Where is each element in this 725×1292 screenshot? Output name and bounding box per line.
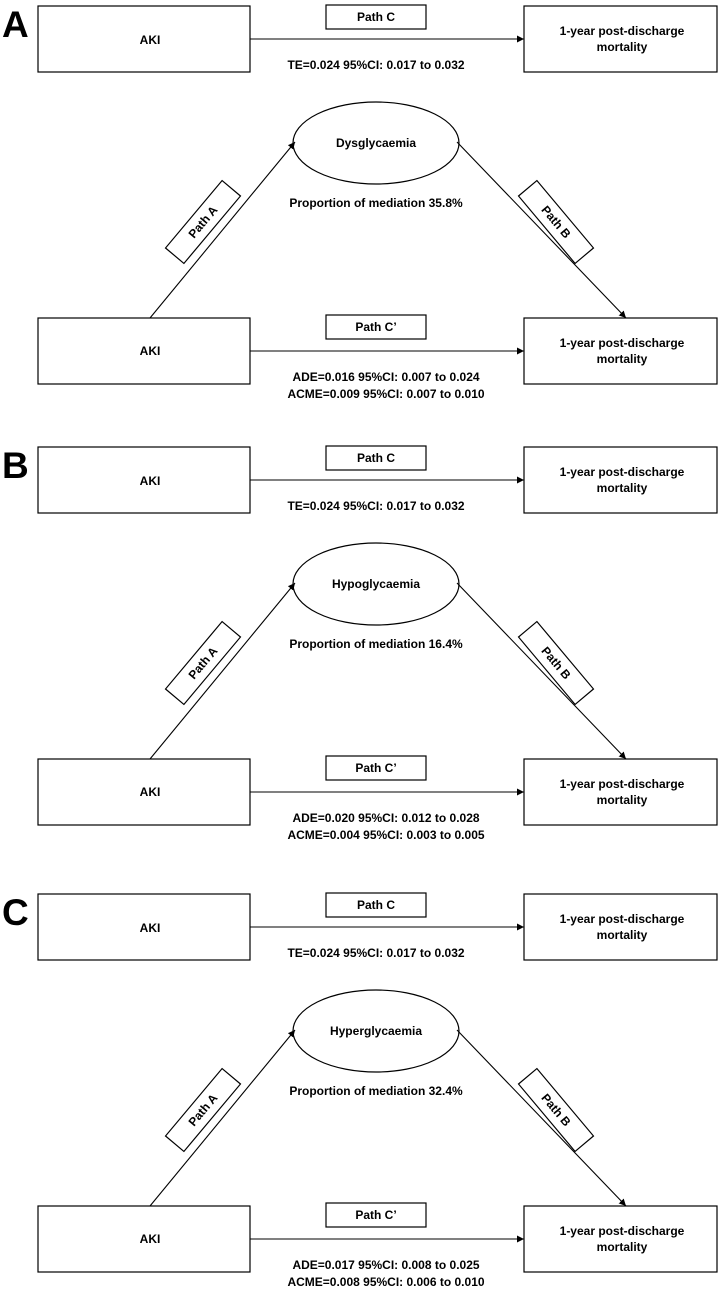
outcome-label-line1-total: 1-year post-discharge <box>560 912 685 926</box>
total-effect-text: TE=0.024 95%CI: 0.017 to 0.032 <box>287 499 464 513</box>
panel-c: C AKI 1-year post-discharge mortality Pa… <box>2 892 718 1289</box>
outcome-box-direct <box>523 317 718 385</box>
panel-letter: A <box>2 4 29 45</box>
path-a-label-box <box>164 620 242 706</box>
path-a-label-box <box>164 179 242 265</box>
path-a-arrow <box>149 582 296 760</box>
path-c-label-box <box>325 4 427 30</box>
panel-letter: C <box>2 892 29 933</box>
exposure-label-direct: AKI <box>140 785 161 799</box>
outcome-label-line2-direct: mortality <box>597 793 648 807</box>
panel-b: B AKI 1-year post-discharge mortality Pa… <box>2 445 718 842</box>
exposure-box-total <box>37 5 251 73</box>
path-b-label-group: Path B <box>517 1067 595 1153</box>
total-effect-text: TE=0.024 95%CI: 0.017 to 0.032 <box>287 946 464 960</box>
path-a-label-group: Path A <box>164 179 242 265</box>
direct-effect-text: ADE=0.017 95%CI: 0.008 to 0.025 <box>292 1258 479 1272</box>
direct-effect-text: ADE=0.016 95%CI: 0.007 to 0.024 <box>292 370 479 384</box>
outcome-box-direct <box>523 1205 718 1273</box>
mediation-effect-text: ACME=0.004 95%CI: 0.003 to 0.005 <box>287 828 484 842</box>
path-a-label-box <box>164 1067 242 1153</box>
exposure-box-direct <box>37 758 251 826</box>
mediator-label: Hyperglycaemia <box>330 1024 422 1038</box>
path-c-label: Path C <box>357 451 395 465</box>
outcome-label-line2-direct: mortality <box>597 1240 648 1254</box>
direct-effect-text: ADE=0.020 95%CI: 0.012 to 0.028 <box>292 811 479 825</box>
exposure-label-total: AKI <box>140 474 161 488</box>
path-c-label: Path C <box>357 898 395 912</box>
outcome-label-line2-direct: mortality <box>597 352 648 366</box>
exposure-label-total: AKI <box>140 921 161 935</box>
proportion-mediation-text: Proportion of mediation 16.4% <box>289 637 463 651</box>
path-c-prime-label-box <box>325 1202 427 1228</box>
path-c-prime-label: Path C’ <box>355 761 396 775</box>
outcome-box-total <box>523 5 718 73</box>
path-b-arrow <box>456 582 627 760</box>
path-c-prime-label-box <box>325 314 427 340</box>
path-c-prime-label: Path C’ <box>355 320 396 334</box>
path-a-arrow <box>149 1029 296 1207</box>
path-a-arrow <box>149 141 296 319</box>
path-b-label-box <box>517 179 595 265</box>
outcome-label-line2-total: mortality <box>597 481 648 495</box>
outcome-label-line1-direct: 1-year post-discharge <box>560 336 685 350</box>
path-b-arrow <box>456 1029 627 1207</box>
proportion-mediation-text: Proportion of mediation 35.8% <box>289 196 463 210</box>
exposure-box-direct <box>37 1205 251 1273</box>
mediator-label: Hypoglycaemia <box>332 577 420 591</box>
panel-letter: B <box>2 445 29 486</box>
path-b-label-box <box>517 620 595 706</box>
exposure-box-direct <box>37 317 251 385</box>
mediation-effect-text: ACME=0.008 95%CI: 0.006 to 0.010 <box>287 1275 484 1289</box>
outcome-label-line2-total: mortality <box>597 928 648 942</box>
outcome-box-total <box>523 893 718 961</box>
exposure-box-total <box>37 893 251 961</box>
outcome-box-direct <box>523 758 718 826</box>
mediator-label: Dysglycaemia <box>336 136 416 150</box>
exposure-label-total: AKI <box>140 33 161 47</box>
outcome-label-line1-total: 1-year post-discharge <box>560 465 685 479</box>
path-b-arrow <box>456 141 627 319</box>
proportion-mediation-text: Proportion of mediation 32.4% <box>289 1084 463 1098</box>
path-c-prime-label-box <box>325 755 427 781</box>
path-b-label-group: Path B <box>517 620 595 706</box>
path-b-label-box <box>517 1067 595 1153</box>
exposure-label-direct: AKI <box>140 1232 161 1246</box>
path-c-prime-label: Path C’ <box>355 1208 396 1222</box>
exposure-label-direct: AKI <box>140 344 161 358</box>
path-c-label: Path C <box>357 10 395 24</box>
outcome-label-line2-total: mortality <box>597 40 648 54</box>
mediation-effect-text: ACME=0.009 95%CI: 0.007 to 0.010 <box>287 387 484 401</box>
total-effect-text: TE=0.024 95%CI: 0.017 to 0.032 <box>287 58 464 72</box>
path-b-label-group: Path B <box>517 179 595 265</box>
path-c-label-box <box>325 445 427 471</box>
path-c-label-box <box>325 892 427 918</box>
outcome-label-line1-direct: 1-year post-discharge <box>560 1224 685 1238</box>
outcome-label-line1-total: 1-year post-discharge <box>560 24 685 38</box>
outcome-label-line1-direct: 1-year post-discharge <box>560 777 685 791</box>
outcome-box-total <box>523 446 718 514</box>
panel-a: A AKI 1-year post-discharge mortality Pa… <box>2 4 718 401</box>
